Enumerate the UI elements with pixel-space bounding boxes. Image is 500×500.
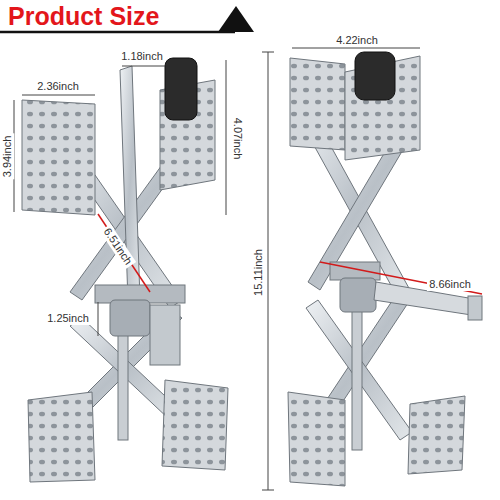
title: Product Size — [8, 2, 159, 30]
dimension-label: 2.36inch — [35, 80, 81, 93]
dimension-label: 3.94inch — [2, 133, 15, 179]
dimension-label: 1.18inch — [119, 50, 165, 63]
dimension-label: 8.66inch — [427, 278, 473, 291]
dimension-label: 4.22inch — [334, 34, 380, 47]
dimension-label: 4.07inch — [232, 115, 245, 161]
dimension-label: 15.11inch — [251, 247, 264, 298]
dimension-label: 1.25inch — [45, 312, 91, 325]
